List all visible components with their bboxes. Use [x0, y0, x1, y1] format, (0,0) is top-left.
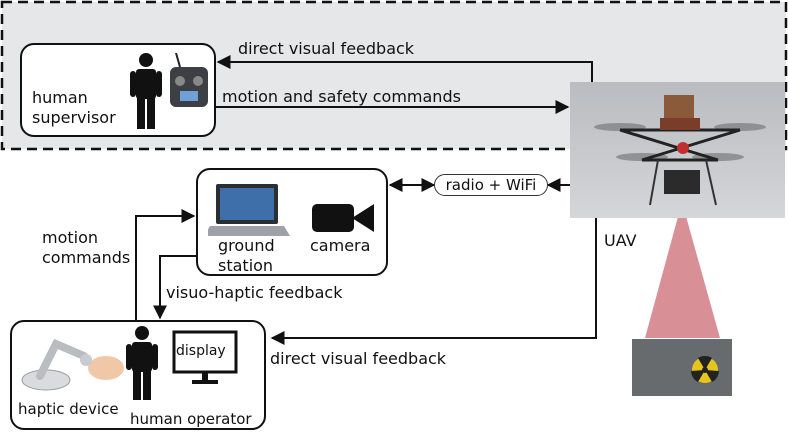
human-operator-label: human operator: [130, 410, 252, 428]
supervisor-person-icon: [130, 53, 162, 129]
operator-person-icon: [126, 326, 158, 400]
supervisor-label: human supervisor: [32, 88, 116, 127]
ground-station-label: ground station: [218, 236, 275, 275]
haptic-device-icon: [21, 338, 124, 391]
direct-visual-feedback-label-top: direct visual feedback: [238, 39, 415, 58]
motion-commands-label: motion commands: [42, 228, 131, 267]
haptic-device-label: haptic device: [18, 400, 119, 418]
operator-box: [10, 320, 266, 430]
display-monitor-icon: [172, 330, 238, 384]
motion-commands-arrow: [135, 209, 196, 322]
motion-safety-commands-label: motion and safety commands: [222, 87, 461, 106]
visuo-haptic-feedback-label: visuo-haptic feedback: [166, 283, 343, 302]
display-label: display: [176, 343, 226, 359]
radiation-ground-photo: [632, 339, 732, 396]
direct-visual-feedback-label-bottom: direct visual feedback: [270, 349, 447, 368]
direct-visual-feedback-arrow-top: [216, 55, 593, 82]
remote-controller-icon: [170, 53, 208, 107]
camera-icon: [312, 204, 374, 232]
direct-visual-feedback-arrow-bottom: [270, 214, 597, 345]
uav-photo: [570, 82, 785, 218]
uav-label: UAV: [604, 231, 637, 250]
ground-station-box: [196, 168, 388, 276]
camera-label: camera: [310, 236, 371, 255]
supervisor-box: [20, 43, 216, 137]
sensing-cone: [645, 202, 720, 338]
radio-wifi-link: radio + WiFi: [434, 174, 548, 196]
laptop-icon: [208, 184, 290, 236]
